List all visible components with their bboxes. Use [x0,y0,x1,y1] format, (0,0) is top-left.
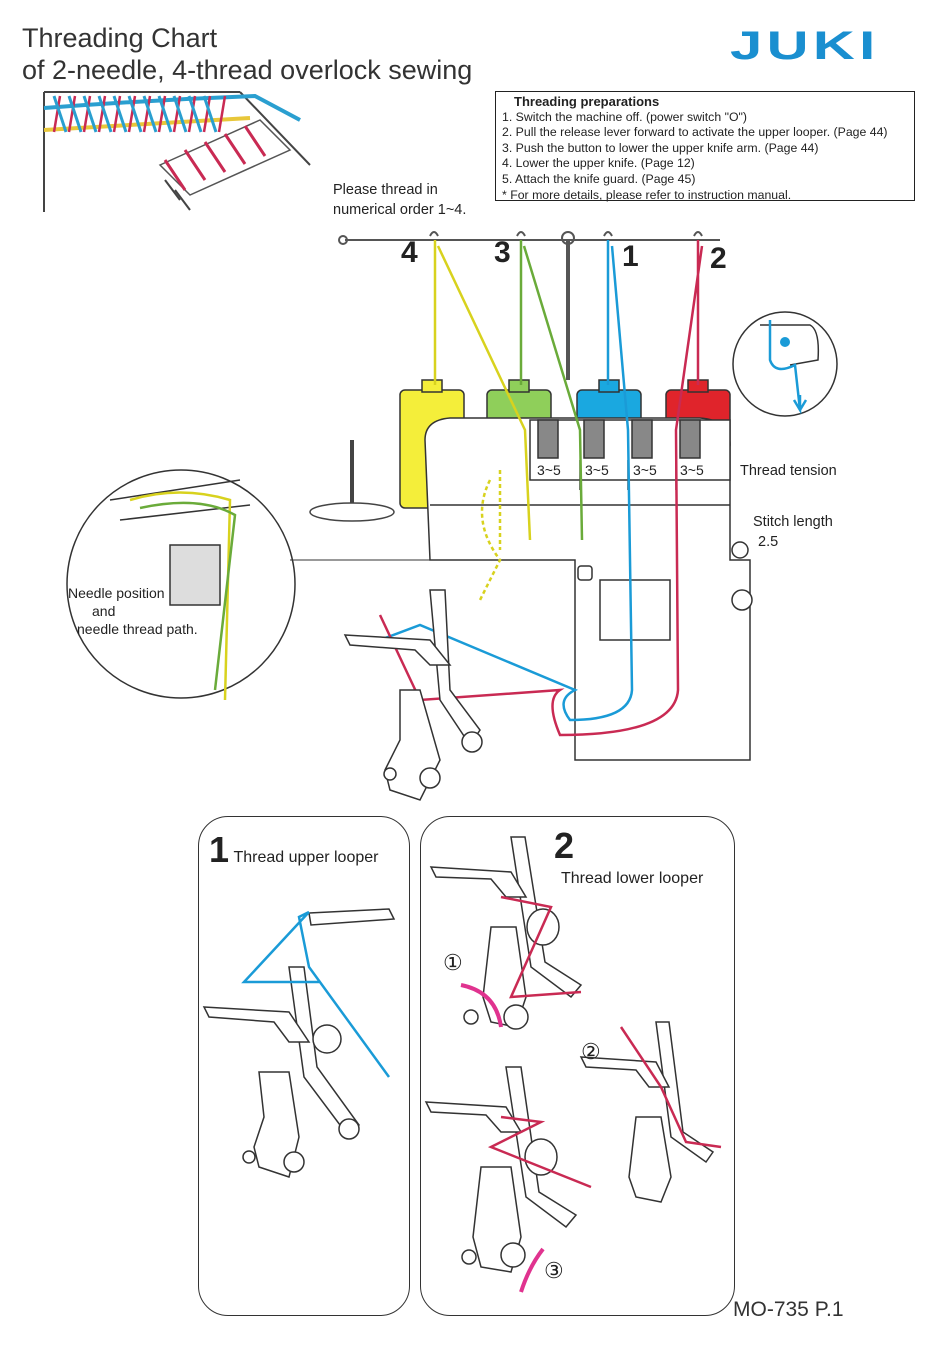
thread-number-4: 4 [401,236,418,269]
thread-number-3: 3 [494,236,511,269]
page-title: Threading Chart of 2-needle, 4-thread ov… [22,22,472,86]
needle-callout-illustration [66,469,296,701]
panel-thread-upper-looper: 1 Thread upper looper [198,816,410,1316]
tension-callout-illustration [732,311,838,417]
thread-number-2: 2 [710,242,727,275]
spare-spool-pin [309,440,395,522]
order-note-line-1: Please thread in [333,182,438,198]
lower-looper-illustration [424,836,722,1293]
panel1-label: Thread upper looper [233,849,379,866]
panel1-number: 1 [209,829,230,870]
arrow-1 [460,983,503,1028]
prep-step: 2. Pull the release lever forward to act… [502,125,888,140]
looper-mechanism-main [343,589,483,801]
panel-thread-lower-looper: 2 Thread lower looper ① ② ③ [420,816,735,1316]
panel2-label: Thread lower looper [561,870,704,887]
panel2-number: 2 [554,825,575,866]
stitch-sample-illustration [43,91,311,212]
prep-step: 5. Attach the knife guard. (Page 45) [502,171,696,186]
prep-step: 4. Lower the upper knife. (Page 12) [502,156,695,171]
tension-value-4: 3~5 [537,462,561,478]
needle-callout-line-2: and [92,603,116,619]
substep-1-marker: ① [443,950,463,975]
tension-value-2: 3~5 [680,462,704,478]
substep-2-marker: ② [581,1039,601,1064]
upper-looper-illustration [202,908,396,1178]
prep-step: * For more details, please refer to inst… [502,187,792,202]
yellow-thread-path [433,240,532,541]
thread-number-1: 1 [622,240,639,273]
stitch-length-value: 2.5 [758,534,779,550]
tension-value-1: 3~5 [633,462,657,478]
thread-stand [338,231,720,380]
prep-step: 1. Switch the machine off. (power switch… [502,109,747,124]
thread-paths [378,240,704,737]
arrow-3 [519,1247,545,1293]
juki-logo: JUKI [730,24,880,68]
blue-thread-path [379,240,634,722]
red-thread-path [378,240,704,737]
stitch-length-label: Stitch length [753,514,833,530]
page-footer: MO-735 P.1 [733,1298,844,1321]
preparations-heading: Threading preparations [514,94,660,109]
needle-callout-label: Needle position and needle thread path. [68,584,198,638]
overlock-machine-body [424,417,753,761]
substep-3-marker: ③ [544,1258,564,1283]
panel1-heading: 1 Thread upper looper [209,829,378,871]
threading-preparations-box: Threading preparations 1. Switch the mac… [495,91,915,202]
needle-callout-line-1: Needle position [68,585,165,601]
green-thread-path [519,240,584,541]
tension-value-3: 3~5 [585,462,609,478]
order-note-line-2: numerical order 1~4. [333,202,467,218]
needle-callout-line-3: needle thread path. [77,621,198,637]
prep-step: 3. Push the button to lower the upper kn… [502,140,819,155]
order-note: Please thread in numerical order 1~4. [333,180,466,220]
thread-tension-label: Thread tension [740,463,837,479]
title-line-2: of 2-needle, 4-thread overlock sewing [22,55,473,85]
title-line-1: Threading Chart [22,23,218,53]
